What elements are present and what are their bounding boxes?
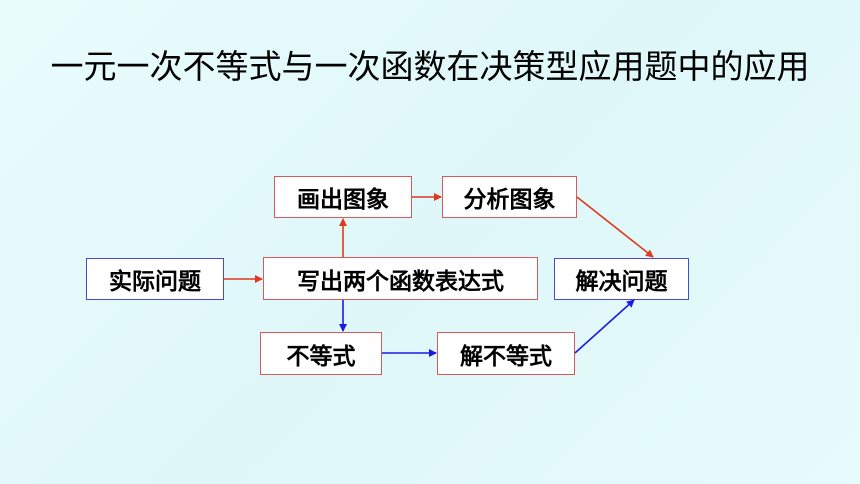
box-draw-graph: 画出图象 — [274, 176, 412, 218]
arrow-solve-inequality-to-solve — [574, 299, 635, 354]
arrow-analyze-to-solve — [576, 196, 654, 258]
box-actual-problem: 实际问题 — [86, 258, 224, 300]
box-write-functions: 写出两个函数表达式 — [263, 257, 538, 300]
box-analyze-graph: 分析图象 — [442, 176, 577, 218]
box-inequality: 不等式 — [260, 332, 382, 375]
box-solve-problem: 解决问题 — [554, 258, 689, 300]
slide-title: 一元一次不等式与一次函数在决策型应用题中的应用 — [50, 47, 810, 86]
box-solve-inequality: 解不等式 — [437, 332, 575, 375]
